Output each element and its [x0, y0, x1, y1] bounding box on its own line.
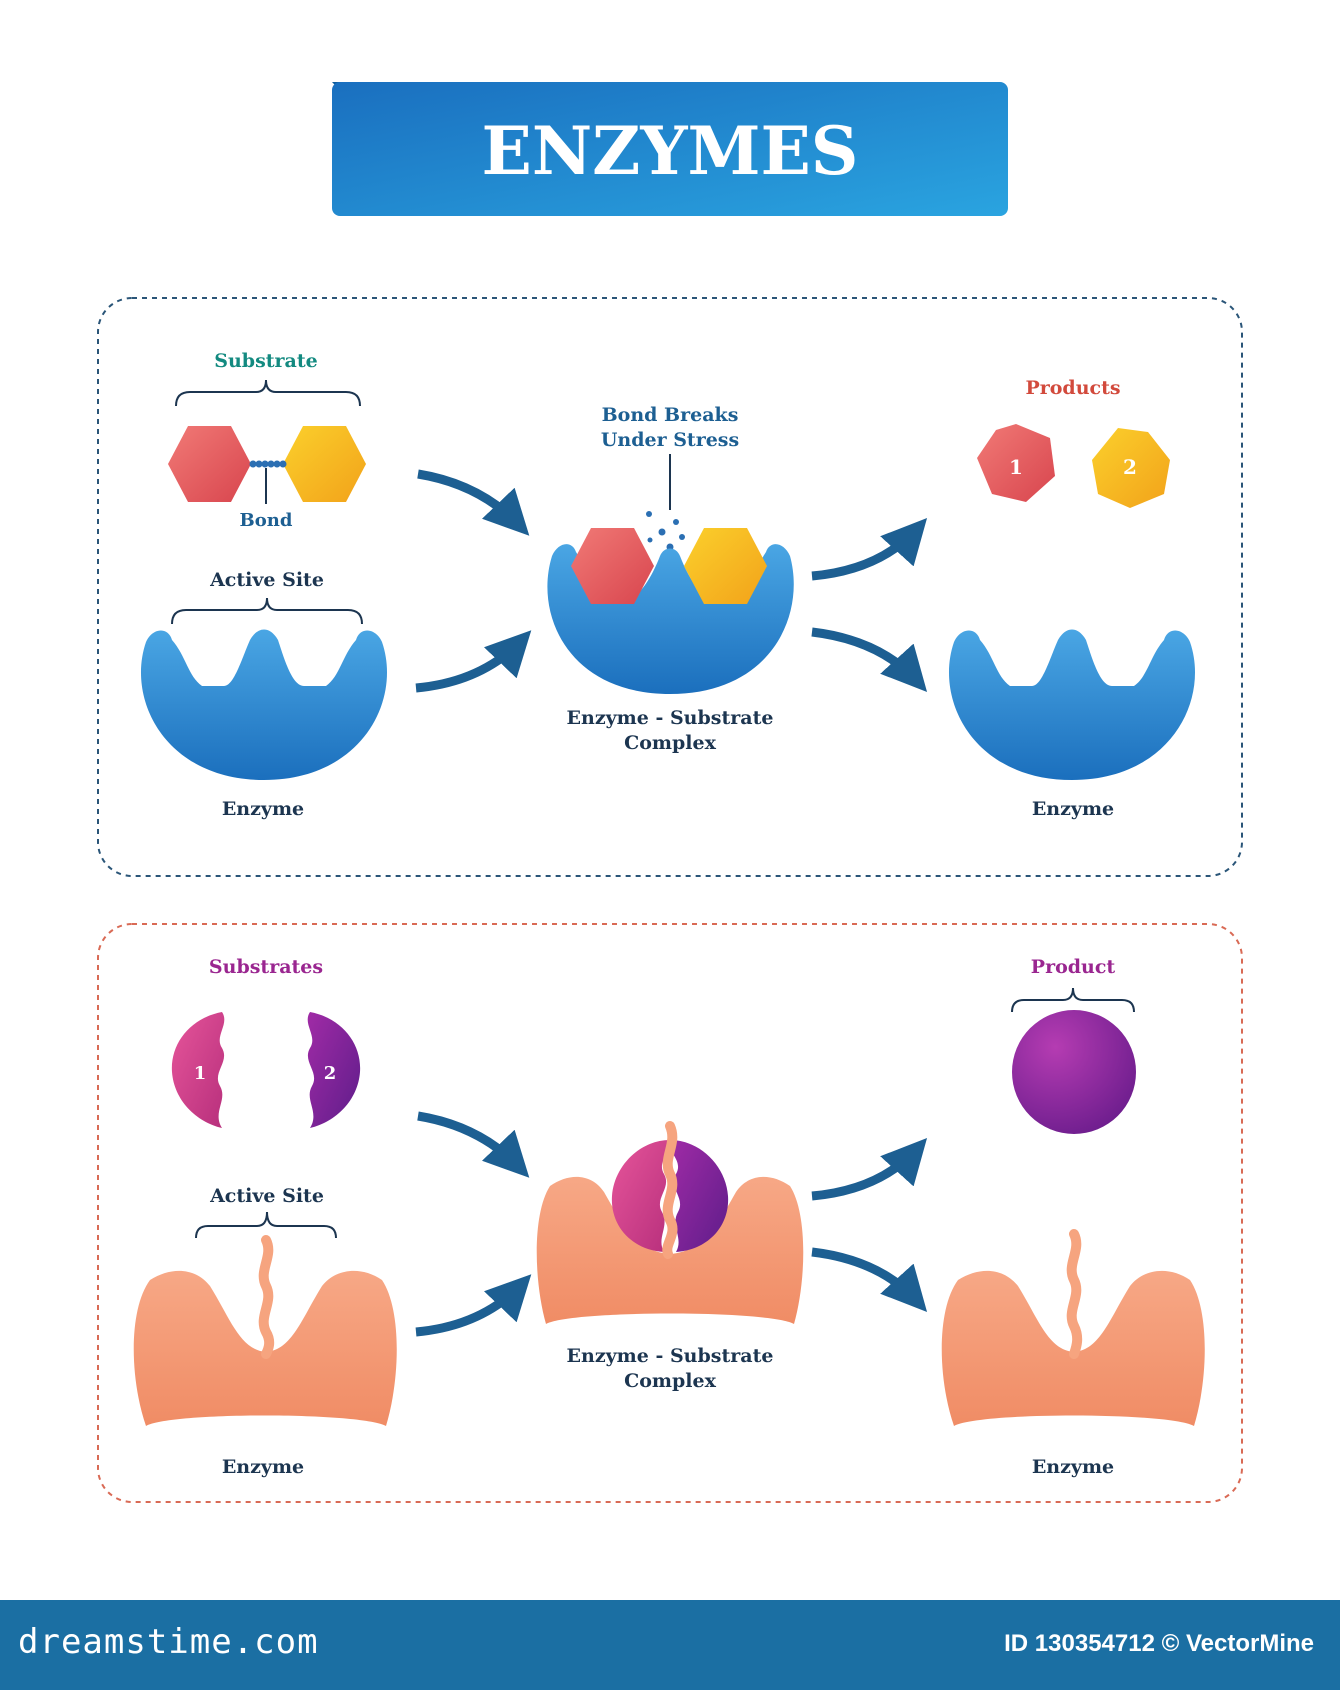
active-site-strand-left — [258, 1235, 275, 1359]
arrow-substrates-to-complex — [417, 1111, 530, 1178]
complex-substrate-purple — [669, 1140, 729, 1252]
complex-label-line1-bottom: Enzyme - Substrate — [567, 1345, 774, 1367]
arrow-substrate-to-complex — [417, 469, 530, 536]
complex-label-line2-bottom: Complex — [624, 1370, 716, 1392]
complex-strand — [662, 1121, 678, 1259]
bond-breaks-label-line1: Bond Breaks — [602, 404, 739, 426]
enzyme-blue-left — [140, 629, 388, 780]
enzyme-orange-left — [133, 1270, 397, 1426]
active-site-brace — [171, 597, 363, 625]
complex-hexagon-red — [571, 528, 654, 604]
panel-top: Substrate Bond Active Site Enzyme Bond B… — [140, 350, 1196, 820]
enzyme-right-label: Enzyme — [1032, 798, 1114, 820]
product-heptagon-1 — [977, 424, 1055, 502]
substrate-label: Substrate — [214, 350, 317, 372]
active-site-label: Active Site — [209, 569, 324, 591]
active-site-strand-right — [1066, 1229, 1083, 1359]
enzyme-left-label-bottom: Enzyme — [222, 1456, 304, 1478]
product-1-number: 1 — [1009, 455, 1023, 479]
substrate-1-number: 1 — [194, 1063, 207, 1084]
active-site-brace-bottom — [195, 1211, 337, 1239]
enzyme-blue-right — [948, 629, 1196, 780]
panel-bottom-frame — [97, 923, 1243, 1503]
product-sphere — [1012, 1010, 1136, 1134]
arrow-enzyme-to-complex — [415, 630, 532, 693]
complex-label-line2: Complex — [624, 732, 716, 754]
arrow-complex-to-enzyme-bottom — [811, 1247, 928, 1313]
substrate-hexagon-yellow — [283, 426, 366, 502]
product-label: Product — [1031, 956, 1116, 978]
panel-bottom: Substrates 1 2 Active Site Enzyme Enzyme… — [133, 956, 1205, 1478]
substrate-hexagon-red — [168, 426, 251, 502]
arrow-enzyme-to-complex-bottom — [415, 1274, 532, 1337]
bond-label: Bond — [240, 510, 293, 531]
complex-enzyme-orange — [536, 1176, 804, 1324]
complex-substrate-pink — [611, 1140, 671, 1252]
active-site-label-bottom: Active Site — [209, 1185, 324, 1207]
substrate-brace — [175, 379, 361, 407]
panel-top-frame — [97, 297, 1243, 877]
complex-hexagon-yellow — [684, 528, 767, 604]
page-title: ENZYMES — [482, 112, 859, 190]
arrow-complex-to-enzyme — [811, 627, 928, 693]
bond-breaks-label-line2: Under Stress — [601, 429, 739, 451]
products-label: Products — [1025, 377, 1120, 399]
complex-label-line1: Enzyme - Substrate — [567, 707, 774, 729]
substrate-shape-2 — [307, 1012, 361, 1128]
product-2-number: 2 — [1123, 455, 1137, 479]
product-brace — [1011, 987, 1135, 1013]
complex-enzyme-blue — [547, 544, 794, 694]
substrates-label: Substrates — [209, 956, 323, 978]
substrate-shape-1 — [171, 1012, 225, 1128]
bond-chain — [249, 460, 287, 468]
product-heptagon-2 — [1092, 428, 1170, 508]
arrow-complex-to-product — [811, 1137, 928, 1201]
arrow-complex-to-products — [811, 517, 928, 581]
footer-credit: ID 130354712 © VectorMine — [1004, 1630, 1314, 1657]
broken-bond-particles — [646, 511, 685, 551]
enzyme-orange-right — [941, 1270, 1205, 1426]
enzyme-left-label: Enzyme — [222, 798, 304, 820]
footer-bar: dreamstime.com ID 130354712 © VectorMine — [0, 1600, 1340, 1690]
enzyme-right-label-bottom: Enzyme — [1032, 1456, 1114, 1478]
substrate-2-number: 2 — [324, 1063, 337, 1084]
title-banner: ENZYMES — [332, 82, 1008, 216]
footer-logo[interactable]: dreamstime.com — [18, 1622, 319, 1662]
